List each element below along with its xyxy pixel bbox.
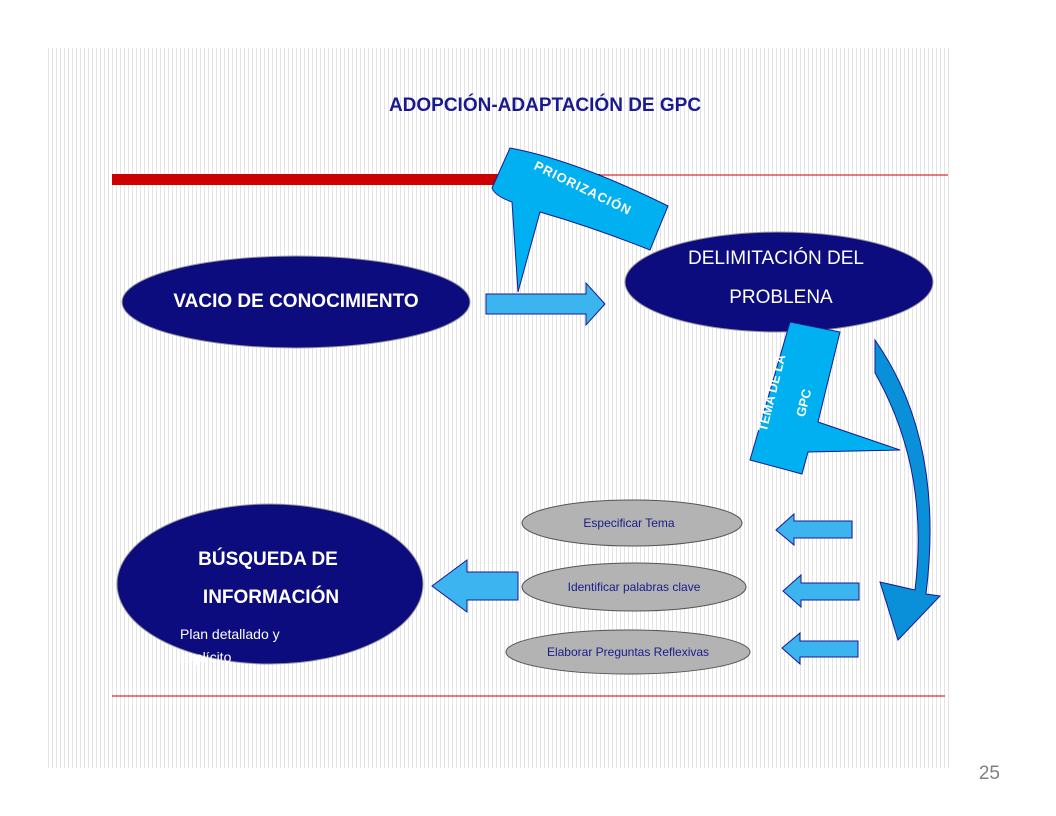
tema-label-2: GPC (793, 387, 815, 419)
arrow-to-step-1 (775, 512, 853, 547)
busqueda-label-2: INFORMACIÓN (203, 586, 339, 608)
page-number: 25 (978, 763, 1000, 784)
curved-arrow (874, 338, 942, 641)
step-identificar-palabras-label: Identificar palabras clave (568, 580, 701, 594)
slide-title: ADOPCIÓN-ADAPTACIÓN DE GPC (389, 94, 701, 116)
arrow-to-step-3 (781, 631, 859, 666)
arrow-to-delimitacion (485, 281, 606, 327)
step-elaborar-preguntas (505, 629, 751, 675)
busqueda-note-1: Plan detallado y (180, 626, 280, 642)
busqueda-note-2: explícito (180, 649, 232, 665)
red-bar (112, 174, 600, 185)
busqueda-label-1: BÚSQUEDA DE (198, 548, 338, 570)
delimitacion-label-2: PROBLENA (729, 287, 833, 308)
busqueda-node (116, 503, 424, 665)
arrow-to-step-2 (782, 573, 860, 609)
vacio-node (121, 255, 471, 349)
step-elaborar-preguntas-label: Elaborar Preguntas Reflexivas (547, 645, 709, 659)
delimitacion-label-1: DELIMITACIÓN DEL (688, 247, 864, 269)
delimitacion-node (624, 231, 934, 333)
vacio-label: VACIO DE CONOCIMIENTO (173, 291, 418, 312)
step-identificar-palabras (521, 562, 747, 612)
step-especificar-tema-label: Especificar Tema (583, 516, 674, 530)
arrow-to-busqueda (431, 559, 519, 613)
step-especificar-tema (521, 499, 743, 547)
